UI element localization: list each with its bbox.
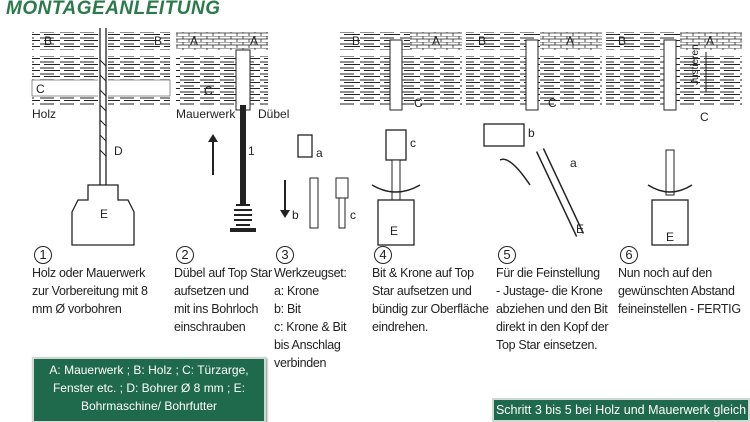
- step-number: 1: [34, 246, 52, 264]
- step-text: Werkzeugset: a: Krone b: Bit c: Krone & …: [274, 266, 347, 370]
- label-masonry: A: [432, 34, 441, 48]
- panel-6-illustration: [606, 32, 742, 246]
- label-masonry: A: [250, 34, 259, 48]
- label-a: a: [570, 156, 577, 170]
- step-text: Für die Feinstellung - Justage- die Kron…: [496, 266, 609, 352]
- label-justieren: Justieren: [690, 44, 701, 85]
- label-c: c: [410, 136, 416, 150]
- panel-1-illustration: [31, 28, 171, 246]
- label-masonry: A: [190, 34, 199, 48]
- panel-5-illustration: [466, 32, 602, 237]
- step-number: 5: [498, 246, 516, 264]
- label-drill: E: [100, 207, 109, 221]
- label-frame: C: [414, 96, 423, 110]
- label-b: b: [528, 126, 535, 140]
- step-text: Holz oder Mauerwerk zur Vorbereitung mit…: [32, 266, 148, 316]
- panel-3-illustration: [280, 134, 349, 229]
- label-c: c: [350, 208, 356, 222]
- step-5: 5 Für die Feinstellung - Justage- die Kr…: [496, 246, 609, 354]
- panel-4-illustration: [340, 32, 462, 246]
- label-frame: C: [548, 96, 557, 110]
- label-drill: E: [666, 230, 675, 244]
- label-one: 1: [248, 144, 255, 158]
- label-wood: B: [352, 34, 361, 48]
- step-2: 2 Dübel auf Top Star aufsetzen und mit i…: [174, 246, 272, 336]
- step-3: 3 Werkzeugset: a: Krone b: Bit c: Krone …: [274, 246, 347, 372]
- label-b: b: [292, 208, 299, 222]
- step-number: 3: [276, 246, 294, 264]
- step-1: 1 Holz oder Mauerwerk zur Vorbereitung m…: [32, 246, 148, 318]
- label-wood: B: [478, 34, 487, 48]
- label-duebel: Dübel: [258, 107, 290, 121]
- step-text: Bit & Krone auf Top Star aufsetzen und b…: [372, 266, 489, 334]
- label-frame: C: [36, 82, 45, 96]
- note-box: Schritt 3 bis 5 bei Holz und Mauerwerk g…: [492, 398, 750, 422]
- step-number: 6: [620, 246, 638, 264]
- label-frame: C: [700, 110, 709, 124]
- step-4: 4 Bit & Krone auf Top Star aufsetzen und…: [372, 246, 489, 336]
- label-masonry: A: [566, 34, 575, 48]
- label-drill: E: [390, 224, 399, 238]
- label-mauerwerk: Mauerwerk: [176, 107, 236, 121]
- label-frame: C: [204, 84, 213, 98]
- label-drill-bit: D: [114, 144, 123, 158]
- step-text: Dübel auf Top Star aufsetzen und mit ins…: [174, 266, 272, 334]
- page-title: MONTAGEANLEITUNG: [6, 0, 221, 19]
- label-wood: B: [618, 34, 627, 48]
- label-holz: Holz: [32, 107, 57, 121]
- label-masonry: A: [706, 34, 715, 48]
- legend-box: A: Mauerwerk ; B: Holz ; C: Türzarge, Fe…: [32, 357, 266, 422]
- step-6: 6 Nun noch auf den gewünschten Abstand f…: [618, 246, 741, 318]
- panel-2-illustration: [176, 32, 268, 232]
- label-drill: E: [576, 222, 585, 236]
- label-wood: B: [44, 34, 53, 48]
- step-number: 4: [374, 246, 392, 264]
- label-a: a: [316, 146, 323, 160]
- label-wood: B: [154, 34, 163, 48]
- illustrations: [31, 28, 742, 246]
- step-text: Nun noch auf den gewünschten Abstand fei…: [618, 266, 741, 316]
- step-number: 2: [176, 246, 194, 264]
